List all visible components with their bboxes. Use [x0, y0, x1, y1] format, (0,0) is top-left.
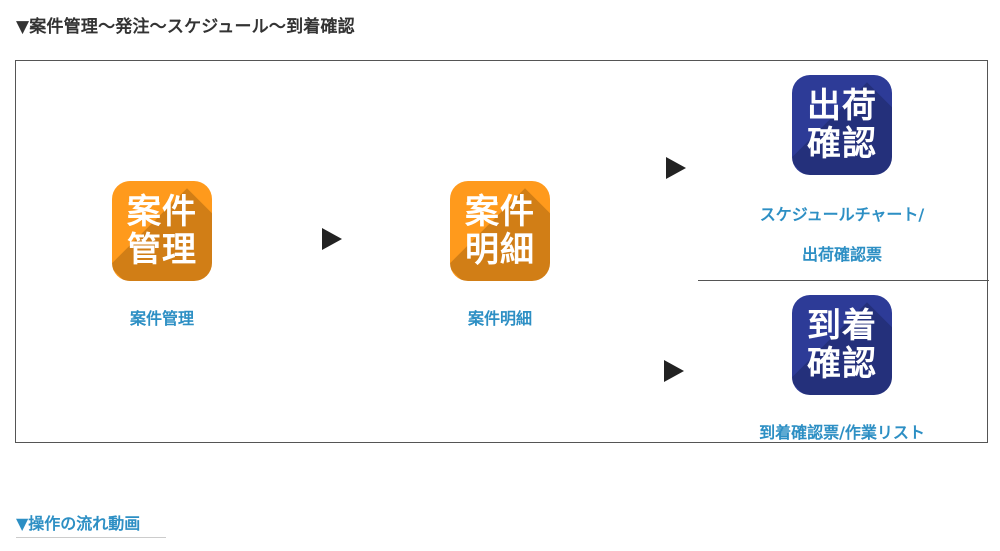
right-triangle-arrow-icon — [666, 157, 686, 179]
icon-text-line2: 確認 — [807, 124, 877, 164]
icon-text-line1: 案件 — [127, 192, 197, 232]
shipping-confirm-sheet-link[interactable]: 出荷確認票 — [801, 245, 882, 264]
right-triangle-arrow-icon — [664, 360, 684, 382]
icon-text-line1: 出荷 — [807, 86, 877, 126]
case-details-app-icon[interactable]: 案件 明細 — [450, 181, 550, 281]
icon-text-line2: 明細 — [465, 230, 535, 270]
case-details-link[interactable]: 案件明細 — [467, 309, 532, 328]
icon-text-line2: 確認 — [807, 344, 877, 384]
section-title: ▼案件管理～発注～スケジュール～到着確認 — [16, 17, 355, 37]
case-management-app-icon[interactable]: 案件 管理 — [112, 181, 212, 281]
right-triangle-arrow-icon — [322, 228, 342, 250]
operation-flow-video-heading[interactable]: ▼操作の流れ動画 — [16, 510, 166, 538]
arrival-confirm-app-icon[interactable]: 到着 確認 — [792, 295, 892, 395]
arrival-confirm-sheet-link[interactable]: 到着確認票/作業リスト — [759, 423, 925, 442]
icon-text-line1: 案件 — [465, 192, 535, 232]
workflow-diagram — [15, 60, 989, 443]
divider-line — [698, 280, 989, 281]
shipping-confirm-app-icon[interactable]: 出荷 確認 — [792, 75, 892, 175]
schedule-chart-link[interactable]: スケジュールチャート/ — [759, 205, 925, 224]
icon-text-line2: 管理 — [127, 230, 197, 270]
icon-text-line1: 到着 — [807, 306, 877, 346]
case-management-link[interactable]: 案件管理 — [129, 309, 194, 328]
